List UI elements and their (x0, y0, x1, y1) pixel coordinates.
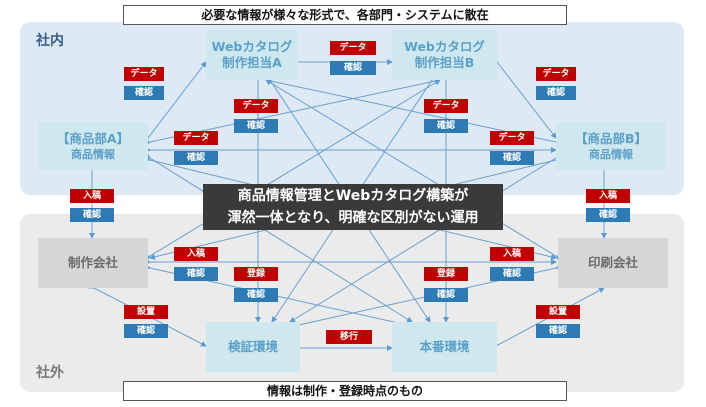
tag-confirm: 確認 (174, 151, 218, 165)
bottom-caption: 情報は制作・登録時点のもの (123, 381, 567, 401)
tag-confirm: 確認 (330, 61, 376, 75)
node-product-dept-a: 【商品部A】 商品情報 (38, 122, 148, 170)
external-label: 社外 (36, 365, 64, 381)
internal-label: 社内 (36, 33, 64, 49)
tag-confirm: 確認 (490, 151, 534, 165)
tag-confirm: 確認 (124, 324, 168, 338)
tag-confirm: 確認 (536, 86, 576, 100)
node-production-company: 制作会社 (38, 238, 148, 288)
tag-data: データ (234, 99, 278, 113)
tag-confirm: 確認 (234, 288, 278, 302)
node-production-env: 本番環境 (392, 322, 497, 372)
tag-data: データ (424, 99, 468, 113)
tag-confirm: 確認 (70, 208, 114, 222)
tag-confirm: 確認 (424, 288, 468, 302)
tag-toroku: 登録 (424, 267, 468, 281)
node-web-catalog-b: Webカタログ 制作担当B (392, 30, 497, 80)
node-web-catalog-a: Webカタログ 制作担当A (206, 30, 298, 80)
tag-confirm: 確認 (174, 267, 218, 281)
node-printing-company: 印刷会社 (558, 238, 668, 288)
tag-setsumei: 設置 (536, 305, 580, 319)
tag-data: データ (536, 67, 576, 81)
node-staging-env: 検証環境 (206, 322, 300, 372)
tag-data: データ (124, 67, 164, 81)
tag-nyuko: 入稿 (490, 247, 534, 261)
node-product-dept-b: 【商品部B】 商品情報 (556, 122, 666, 170)
tag-nyuko: 入稿 (70, 189, 114, 203)
tag-confirm: 確認 (234, 119, 278, 133)
top-caption: 必要な情報が様々な形式で、各部門・システムに散在 (123, 5, 567, 25)
tag-confirm: 確認 (536, 324, 580, 338)
tag-confirm: 確認 (586, 208, 630, 222)
tag-data: データ (490, 131, 534, 145)
center-message: 商品情報管理とWebカタログ構築が 渾然一体となり、明確な区別がない運用 (203, 184, 503, 230)
tag-toroku: 登録 (234, 267, 278, 281)
tag-confirm: 確認 (424, 119, 468, 133)
tag-nyuko: 入稿 (586, 189, 630, 203)
tag-nyuko: 入稿 (174, 247, 218, 261)
tag-confirm: 確認 (490, 267, 534, 281)
tag-data: データ (330, 41, 376, 55)
tag-data: データ (174, 131, 218, 145)
tag-setsumei: 設置 (124, 305, 168, 319)
tag-confirm: 確認 (124, 86, 164, 100)
tag-ikou: 移行 (326, 330, 372, 344)
